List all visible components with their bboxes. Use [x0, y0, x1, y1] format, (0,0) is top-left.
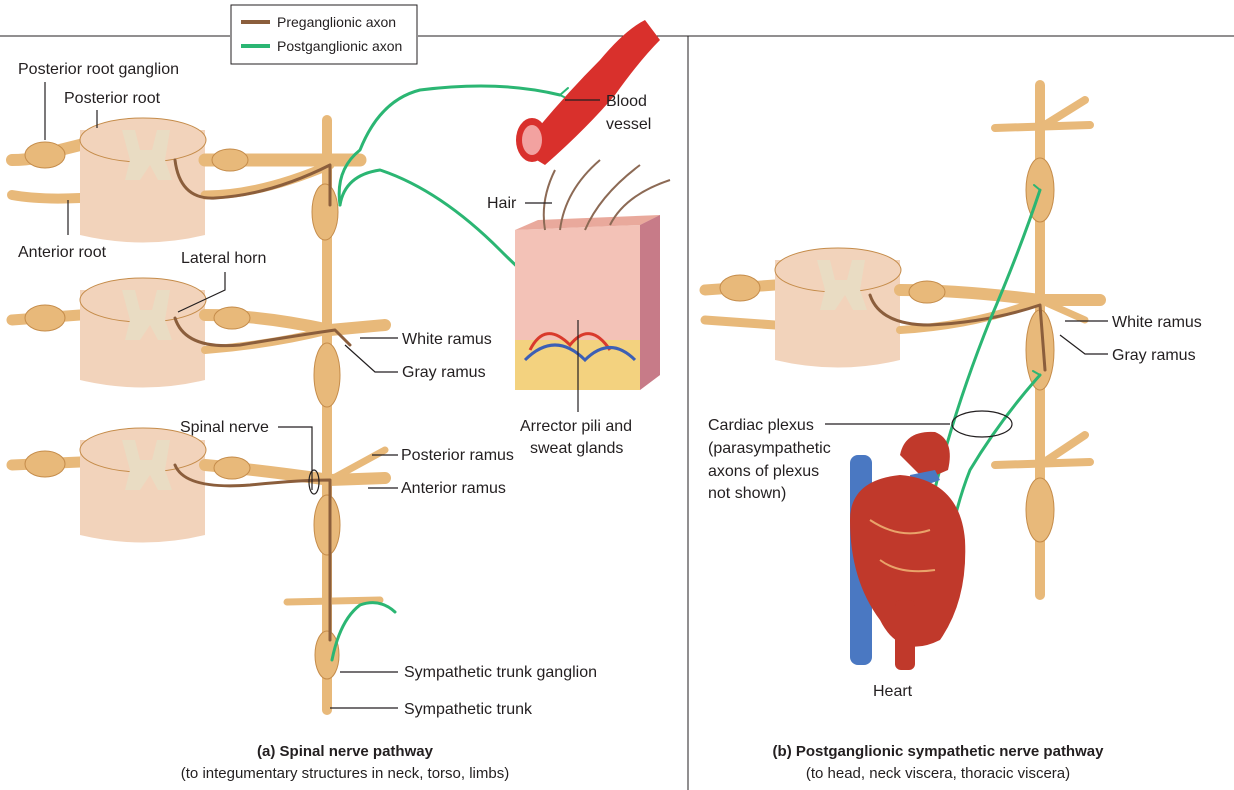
- caption-b-subtitle: (to head, neck viscera, thoracic viscera…: [806, 765, 1070, 782]
- preganglionic-axon-b: [868, 293, 1047, 372]
- label-posterior-root: Posterior root: [64, 90, 161, 107]
- label-posterior-ramus: Posterior ramus: [401, 447, 514, 464]
- label-white-ramus-b: White ramus: [1112, 314, 1202, 331]
- leader-lines-b: [825, 320, 1108, 438]
- label-spinal-nerve: Spinal nerve: [180, 419, 269, 436]
- caption-b-title: (b) Postganglionic sympathetic nerve pat…: [773, 743, 1105, 760]
- label-white-ramus-a: White ramus: [402, 331, 492, 348]
- legend-box: [230, 4, 418, 65]
- sympathetic-trunk-chain-b: [991, 80, 1094, 600]
- heart-illustration: [850, 431, 966, 670]
- trunk-ganglion-3: [313, 494, 341, 556]
- label-cardiac-plexus-2: (parasympathetic: [708, 440, 831, 457]
- label-hair: Hair: [487, 195, 517, 212]
- caption-a-subtitle: (to integumentary structures in neck, to…: [181, 765, 509, 782]
- label-heart: Heart: [873, 683, 913, 700]
- label-arrector-1: Arrector pili and: [520, 418, 632, 435]
- panel-a: Posterior root ganglion Posterior root A…: [6, 20, 671, 782]
- spinal-cord-segment-2: [6, 277, 391, 388]
- spinal-cord-segment-b: [699, 247, 1106, 368]
- label-sympathetic-trunk-ganglion: Sympathetic trunk ganglion: [404, 664, 597, 681]
- blood-vessel-illustration: [516, 20, 660, 165]
- label-posterior-root-ganglion: Posterior root ganglion: [18, 61, 179, 78]
- trunk-ganglion-4: [314, 630, 340, 680]
- leader-lines-a: [44, 82, 600, 709]
- legend-label-preganglionic: Preganglionic axon: [277, 14, 396, 30]
- spinal-cord-segment-1: [6, 117, 367, 243]
- posterior-root-ganglion-1: [24, 141, 66, 169]
- caption-a-title: (a) Spinal nerve pathway: [257, 743, 434, 760]
- label-lateral-horn: Lateral horn: [181, 250, 266, 267]
- label-gray-ramus-a: Gray ramus: [402, 364, 486, 381]
- label-cardiac-plexus-3: axons of plexus: [708, 463, 819, 480]
- label-cardiac-plexus-1: Cardiac plexus: [708, 417, 814, 434]
- label-gray-ramus-b: Gray ramus: [1112, 347, 1196, 364]
- label-sympathetic-trunk: Sympathetic trunk: [404, 701, 533, 718]
- sympathetic-trunk-chain-a: [283, 115, 384, 715]
- label-cardiac-plexus-4: not shown): [708, 485, 786, 502]
- label-anterior-ramus: Anterior ramus: [401, 480, 506, 497]
- label-blood-vessel-2: vessel: [606, 116, 651, 133]
- trunk-ganglion-b-3: [1025, 477, 1055, 543]
- trunk-ganglion-1: [311, 183, 339, 241]
- label-blood-vessel-1: Blood: [606, 93, 647, 110]
- trunk-ganglion-2: [313, 342, 341, 408]
- panel-b: White ramus Gray ramus Cardiac plexus (p…: [699, 80, 1202, 782]
- label-arrector-2: sweat glands: [530, 440, 623, 457]
- label-anterior-root: Anterior root: [18, 244, 107, 261]
- legend: Preganglionic axon Postganglionic axon: [230, 4, 418, 65]
- preganglionic-axons-a: [173, 158, 352, 642]
- legend-label-postganglionic: Postganglionic axon: [277, 38, 402, 54]
- skin-hair-illustration: [515, 159, 671, 390]
